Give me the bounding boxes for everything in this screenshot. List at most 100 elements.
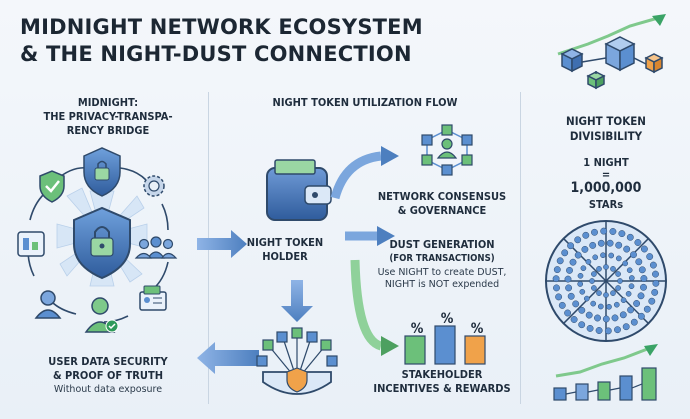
incentives-label: STAKEHOLDER INCENTIVES & REWARDS — [372, 368, 512, 396]
dust-sub-line-2: NIGHT is NOT expended — [384, 279, 500, 290]
pie-dot — [581, 245, 589, 253]
pie-dot — [626, 267, 633, 274]
pie-dot — [553, 266, 561, 274]
pie-dot — [637, 312, 645, 320]
pie-dot — [569, 258, 577, 266]
pie-dot — [553, 284, 560, 292]
blockchain-growth-icon — [557, 14, 666, 90]
consensus-label: NETWORK CONSENSUS & GOVERNANCE — [372, 190, 512, 218]
pie-dot — [606, 303, 612, 310]
pie-dot — [614, 326, 621, 334]
pie-dot — [630, 318, 638, 326]
pie-dot — [619, 311, 627, 319]
lock-shield-icon — [83, 147, 121, 197]
pie-dot — [600, 227, 608, 235]
percent-label-1: % — [410, 321, 424, 337]
one-night-label: 1 NIGHT — [583, 156, 629, 169]
privacy-cycle-diagram — [17, 147, 178, 333]
pie-dot — [591, 271, 597, 277]
pie-dot — [565, 284, 573, 292]
title-line-2: & THE NIGHT-DUST CONNECTION — [20, 42, 412, 66]
pie-dot — [648, 297, 656, 305]
pie-dot — [640, 283, 647, 291]
title-line-1: MIDNIGHT NETWORK ECOSYSTEM — [20, 15, 423, 39]
pie-dot — [608, 252, 615, 259]
pie-dot — [603, 292, 609, 298]
pie-dot — [628, 283, 635, 290]
pie-dot — [640, 245, 648, 253]
wallet-icon — [266, 159, 332, 221]
pie-dot — [615, 255, 622, 262]
pie-dot — [591, 228, 598, 236]
pie-dot — [574, 236, 582, 244]
pie-dot — [580, 265, 587, 272]
token-holder-label: NIGHT TOKEN HOLDER — [230, 236, 340, 264]
database-icon — [17, 231, 45, 257]
pie-dot — [646, 253, 654, 261]
pie-dot — [567, 242, 575, 250]
dust-generation-label: DUST GENERATION (FOR TRANSACTIONS) — [372, 238, 512, 266]
pie-dot — [564, 275, 572, 283]
pie-dot — [578, 306, 586, 314]
central-lock-shield-icon — [73, 206, 131, 280]
divisibility-heading: NIGHT TOKEN DIVISIBILITY — [528, 114, 684, 144]
gear-icon — [143, 175, 165, 197]
incentives-line-2: INCENTIVES & REWARDS — [373, 382, 511, 395]
pie-dot — [585, 311, 593, 319]
pie-dot — [567, 292, 575, 300]
pie-dot — [556, 257, 564, 265]
pie-dot — [589, 278, 595, 284]
pie-dot — [583, 295, 590, 302]
pie-dot — [622, 260, 629, 267]
pie-dot — [574, 251, 582, 259]
pie-dot — [596, 266, 602, 272]
holder-line-1: NIGHT TOKEN — [246, 236, 324, 249]
check-shield-icon — [39, 170, 65, 203]
incentives-line-1: STAKEHOLDER — [401, 368, 483, 381]
pie-dot — [589, 241, 597, 249]
pie-dot — [649, 261, 657, 269]
pie-dot — [622, 323, 630, 331]
pie-dot — [555, 293, 563, 301]
pie-dot — [627, 306, 635, 314]
pie-dot — [623, 245, 631, 253]
pie-dot — [630, 251, 637, 259]
pie-dot — [606, 239, 614, 247]
rewards-bar-icon — [404, 325, 486, 365]
divisibility-line-1: NIGHT TOKEN — [566, 114, 646, 128]
pie-dot — [615, 285, 621, 291]
user-icon — [34, 290, 62, 319]
growth-chart-icon — [553, 344, 658, 401]
id-card-icon — [139, 285, 167, 311]
pie-divider — [563, 280, 607, 324]
consensus-line-1: NETWORK CONSENSUS — [377, 190, 507, 203]
pie-dot — [566, 266, 573, 274]
equals-sign: = — [601, 168, 611, 181]
holder-line-2: HOLDER — [262, 250, 308, 263]
pie-dot — [634, 239, 642, 246]
pie-dot — [594, 314, 601, 322]
dust-line-1: DUST GENERATION — [389, 238, 495, 251]
pie-dot — [618, 230, 626, 238]
pie-dot — [596, 290, 602, 296]
pie-dot — [570, 316, 578, 323]
users-icon — [134, 236, 178, 259]
pie-dot — [635, 258, 643, 266]
verified-user-icon — [84, 297, 119, 333]
pie-dot — [579, 288, 586, 295]
percent-label-2: % — [440, 311, 454, 327]
dust-sub-line-1: Use NIGHT to create DUST, — [377, 267, 507, 278]
privacy-heading-line-2: THE PRIVACY-TRANSPA- — [43, 110, 173, 123]
pie-dot — [609, 228, 617, 235]
pie-dot — [592, 254, 599, 261]
pie-dot — [613, 301, 620, 308]
dust-line-2: (FOR TRANSACTIONS) — [389, 253, 495, 264]
data-security-line-1: USER DATA SECURITY — [48, 355, 168, 368]
pie-dot — [586, 324, 594, 332]
consensus-line-2: & GOVERNANCE — [397, 204, 487, 217]
pie-dot — [602, 315, 610, 323]
pie-dot — [577, 281, 584, 287]
divisibility-pie — [545, 220, 667, 342]
pie-dot — [620, 297, 627, 304]
pie-dot — [558, 301, 566, 309]
